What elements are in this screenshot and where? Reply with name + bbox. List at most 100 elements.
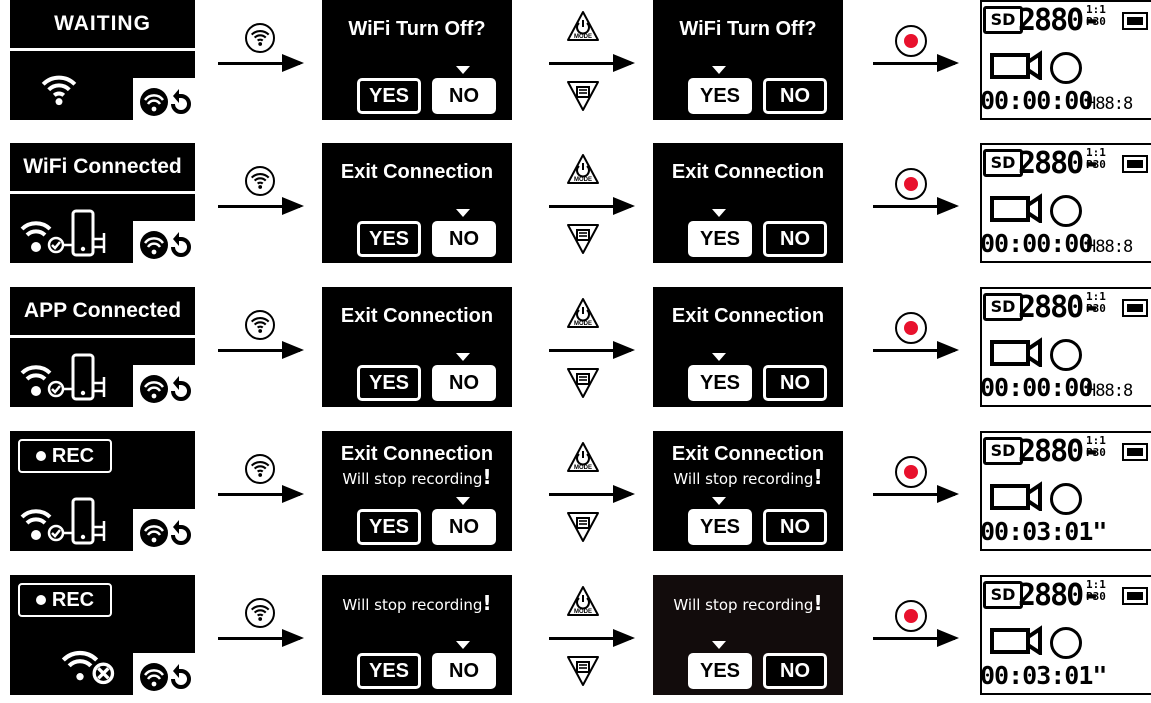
mode-power-button-icon: MODE — [566, 441, 600, 479]
sd-card-icon: SD — [983, 293, 1023, 321]
wifi-button-icon — [244, 165, 276, 201]
flow-arrow — [873, 629, 959, 647]
yes-button[interactable]: YES — [357, 509, 421, 545]
wifi-button-icon — [244, 22, 276, 58]
divider — [10, 191, 195, 194]
wifi-button-icon — [244, 309, 276, 345]
resolution-label: 2880- — [1018, 290, 1100, 325]
recording-time: 00:00:00 — [980, 229, 1093, 258]
no-button[interactable]: NO — [763, 78, 827, 114]
wifi-back-icon — [133, 221, 195, 263]
menu-button-icon — [566, 221, 600, 259]
video-camera-icon — [990, 625, 1046, 659]
sd-card-icon: SD — [983, 6, 1023, 34]
yes-button[interactable]: YES — [688, 221, 752, 257]
record-button-icon — [894, 599, 928, 637]
yes-button[interactable]: YES — [357, 78, 421, 114]
no-button[interactable]: NO — [763, 221, 827, 257]
mode-power-button-icon: MODE — [566, 585, 600, 623]
no-button[interactable]: NO — [432, 365, 496, 401]
yes-button[interactable]: YES — [357, 221, 421, 257]
flow-arrow — [549, 54, 635, 72]
flow-arrow — [873, 54, 959, 72]
flow-arrow — [549, 197, 635, 215]
status-title: WAITING — [54, 12, 151, 35]
yes-button[interactable]: YES — [688, 78, 752, 114]
no-button[interactable]: NO — [432, 221, 496, 257]
status-title: APP Connected — [23, 299, 182, 322]
dialog-title: WiFi Turn Off? — [679, 18, 817, 40]
flow-arrow — [873, 485, 959, 503]
battery-icon — [1122, 299, 1148, 317]
mode-power-button-icon: MODE — [566, 297, 600, 335]
record-button-icon — [894, 24, 928, 62]
yes-button[interactable]: YES — [357, 653, 421, 689]
lcd-frame — [980, 287, 1151, 407]
remaining-time: H88:8 — [1086, 381, 1133, 401]
rec-badge: REC — [18, 583, 112, 617]
no-button[interactable]: NO — [432, 509, 496, 545]
no-button[interactable]: NO — [432, 653, 496, 689]
wifi-button-icon — [244, 597, 276, 633]
remaining-time: H88:8 — [1086, 237, 1133, 257]
selection-caret-icon — [456, 497, 470, 505]
yes-button[interactable]: YES — [688, 365, 752, 401]
menu-button-icon — [566, 78, 600, 116]
yes-button[interactable]: YES — [688, 509, 752, 545]
no-button[interactable]: NO — [763, 653, 827, 689]
flow-arrow — [218, 197, 304, 215]
mode-circle-icon — [1050, 195, 1082, 227]
no-button[interactable]: NO — [763, 509, 827, 545]
flow-arrow — [218, 54, 304, 72]
no-button[interactable]: NO — [763, 365, 827, 401]
no-button[interactable]: NO — [432, 78, 496, 114]
svg-text:MODE: MODE — [574, 177, 592, 183]
connection-icon — [18, 207, 138, 263]
resolution-label: 2880- — [1018, 146, 1100, 181]
wifi-icon — [40, 70, 78, 112]
yes-button[interactable]: YES — [688, 653, 752, 689]
yes-button[interactable]: YES — [357, 365, 421, 401]
dialog-subtitle: Will stop recording! — [342, 591, 492, 615]
battery-icon — [1122, 443, 1148, 461]
status-screen: REC — [10, 575, 195, 695]
selection-caret-icon — [712, 209, 726, 217]
recording-time: 00:03:01" — [980, 661, 1107, 690]
flow-arrow — [218, 629, 304, 647]
rec-label: REC — [51, 444, 95, 467]
flow-arrow — [873, 197, 959, 215]
sd-card-icon: SD — [983, 581, 1023, 609]
status-screen: WiFi Connected — [10, 143, 195, 263]
divider — [10, 335, 195, 338]
dialog-title: WiFi Turn Off? — [348, 18, 486, 40]
wifi-back-icon — [133, 78, 195, 120]
recording-time: 00:00:00 — [980, 86, 1093, 115]
video-camera-icon — [990, 337, 1046, 371]
lcd-frame — [980, 575, 1151, 695]
resolution-label: 2880- — [1018, 3, 1100, 38]
dialog-screen: WiFi Turn Off? YES NO — [322, 0, 512, 120]
recording-time: 00:03:01" — [980, 517, 1107, 546]
mode-power-button-icon: MODE — [566, 153, 600, 191]
sd-card-icon: SD — [983, 149, 1023, 177]
lcd-frame — [980, 431, 1151, 551]
dialog-screen: Will stop recording! YES NO — [322, 575, 512, 695]
lcd-frame — [980, 0, 1151, 120]
rec-dot-icon — [35, 451, 46, 461]
status-title: WiFi Connected — [23, 155, 182, 178]
mode-circle-icon — [1050, 52, 1082, 84]
rec-label: REC — [51, 588, 95, 611]
